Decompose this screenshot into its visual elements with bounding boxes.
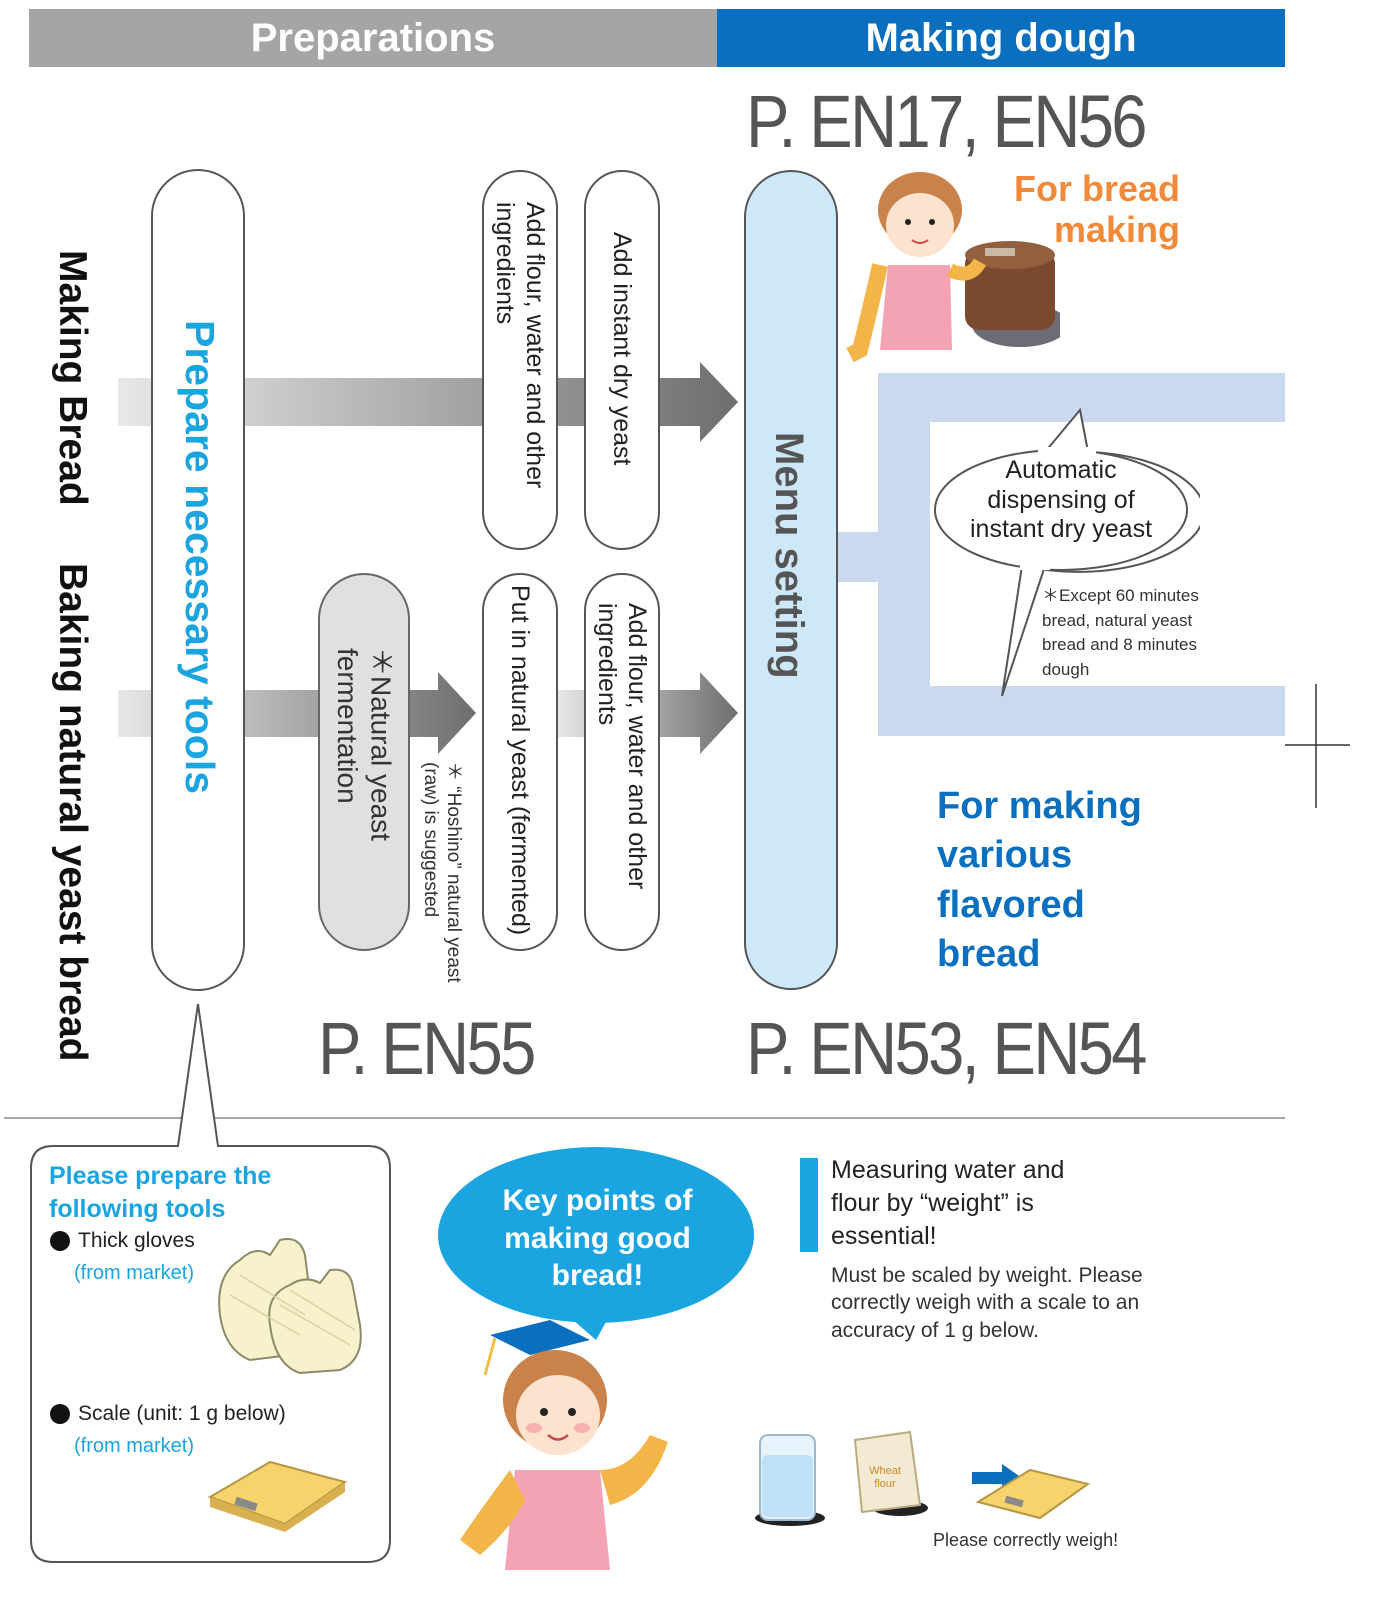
measure-accent-bar (800, 1158, 818, 1252)
step-bottom-add-flour (584, 573, 660, 951)
key-points-text: Key points of making good bread! (502, 1184, 693, 1292)
step-bottom-natural-yeast-label: Put in natural yeast (fermented) (506, 585, 534, 936)
prepare-tools-label: Prepare necessary tools (177, 320, 223, 795)
page-ref-bottom-right: P. EN53, EN54 (746, 1007, 1148, 1090)
measuring-illustration (755, 1430, 1090, 1526)
header-preparations-label: Preparations (250, 15, 496, 60)
auto-dispensing-text: Automatic dispensing of instant dry yeas… (969, 456, 1153, 543)
tools-item-gloves: Thick gloves (50, 1229, 195, 1253)
menu-setting-label: Menu setting (767, 432, 811, 679)
woman-graduate-illustration (460, 1320, 668, 1570)
page-ref-top-right: P. EN17, EN56 (746, 80, 1148, 163)
tools-item-scale: Scale (unit: 1 g below) (50, 1402, 286, 1426)
fermentation-pill (318, 573, 410, 951)
wheat-flour-label: Wheat flour (869, 1465, 901, 1491)
fermentation-label: ＊Natural yeast fermentation (332, 648, 397, 841)
header-making-dough-label: Making dough (865, 15, 1137, 60)
scale-illustration (207, 1460, 348, 1532)
menu-setting-pill (744, 170, 838, 990)
prepare-tools-pill (151, 169, 245, 991)
key-points-bubble (438, 1147, 754, 1340)
tools-item-gloves-label: Thick gloves (78, 1229, 195, 1252)
tools-box-title: Please prepare the following tools (49, 1162, 272, 1223)
row-label-making-bread: Making Bread (51, 250, 94, 506)
woman-bread-maker-illustration (846, 172, 1060, 363)
step-top-add-flour (482, 170, 558, 550)
bullet-icon (50, 1404, 70, 1425)
measure-title: Measuring water and flour by “weight” is… (831, 1156, 1065, 1250)
step-top-add-yeast-label: Add instant dry yeast (608, 232, 636, 466)
auto-dispensing-note: ＊Except 60 minutes bread, natural yeast … (1042, 586, 1199, 679)
for-bread-making: For bread making (1013, 168, 1180, 251)
tools-callout-box (30, 1003, 391, 1563)
tools-item-scale-source: (from market) (74, 1435, 194, 1457)
tools-item-gloves-source: (from market) (74, 1262, 194, 1284)
arrow-top (118, 362, 738, 442)
measure-description: Must be scaled by weight. Please correct… (831, 1264, 1143, 1342)
step-top-add-flour-label: Add flour, water and other ingredients (491, 202, 549, 489)
header-preparations: Preparations (29, 9, 717, 67)
page-ref-bottom-middle: P. EN55 (318, 1007, 536, 1090)
step-bottom-natural-yeast (482, 573, 558, 951)
fermentation-note: ＊ “Hoshino” natural yeast (raw) is sugge… (420, 762, 464, 983)
flavored-bread-label: For making various flavored bread (937, 785, 1142, 976)
step-bottom-add-flour-label: Add flour, water and other ingredients (593, 603, 651, 890)
measure-caption: Please correctly weigh! (933, 1530, 1119, 1550)
tools-item-scale-label: Scale (unit: 1 g below) (78, 1402, 286, 1425)
bullet-icon (50, 1231, 70, 1252)
step-top-add-yeast (584, 170, 660, 550)
oven-gloves-illustration (218, 1238, 362, 1375)
header-making-dough: Making dough (717, 9, 1285, 67)
auto-dispensing-bubble (934, 407, 1200, 697)
bracket-light-blue (838, 373, 1285, 736)
row-label-natural-yeast: Baking natural yeast bread (51, 563, 94, 1062)
